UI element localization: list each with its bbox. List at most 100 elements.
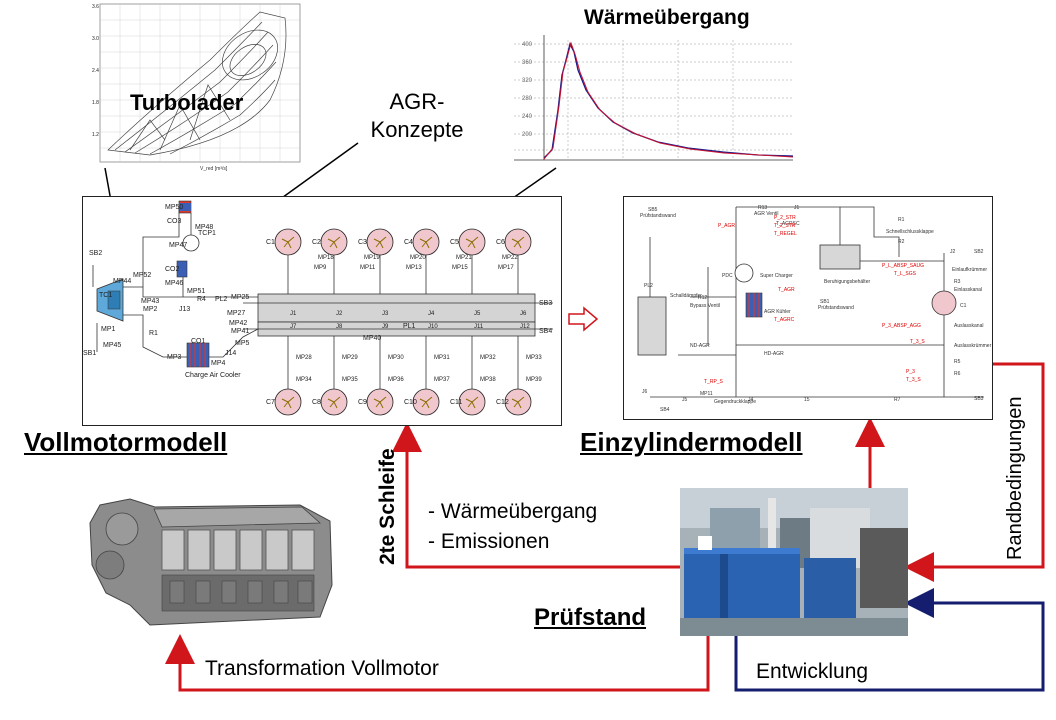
svg-text:R12: R12 bbox=[698, 295, 707, 301]
svg-text:TCP1: TCP1 bbox=[198, 230, 216, 237]
mp-mp22: MP22 bbox=[502, 255, 518, 261]
svg-text:Gegendruckklappe: Gegendruckklappe bbox=[714, 399, 756, 405]
junction-j5: J5 bbox=[474, 311, 481, 317]
svg-text:P_AGR: P_AGR bbox=[718, 223, 735, 229]
svg-text:SB2: SB2 bbox=[974, 249, 984, 255]
junction-j8: J8 bbox=[336, 324, 343, 330]
svg-text:T_L_SGS: T_L_SGS bbox=[894, 271, 917, 277]
heat-transfer-chart: 400 360 320 280 240 200 bbox=[508, 30, 794, 165]
junction-j2: J2 bbox=[336, 311, 343, 317]
junction-j11: J11 bbox=[474, 324, 484, 330]
junction-j3: J3 bbox=[382, 311, 389, 317]
mp-mp39: MP39 bbox=[526, 377, 542, 383]
agr-label-text: AGR- Konzepte bbox=[370, 89, 464, 142]
cylinder-c3-label: C3 bbox=[358, 239, 367, 246]
bullet-emissionen: - Emissionen bbox=[428, 530, 550, 553]
svg-text:Prüfstandswand: Prüfstandswand bbox=[640, 213, 676, 219]
svg-text:J5: J5 bbox=[682, 397, 688, 403]
svg-text:HD-AGR: HD-AGR bbox=[764, 351, 784, 357]
svg-text:MP40: MP40 bbox=[363, 335, 381, 342]
svg-text:MP46: MP46 bbox=[165, 280, 183, 287]
svg-text:2.4: 2.4 bbox=[92, 68, 99, 74]
svg-text:MP47: MP47 bbox=[169, 242, 187, 249]
junction-j6: J6 bbox=[520, 311, 527, 317]
svg-text:TC1: TC1 bbox=[99, 292, 112, 299]
svg-text:SB4: SB4 bbox=[539, 328, 552, 335]
full-engine-photo bbox=[70, 485, 345, 635]
agr-label: AGR- Konzepte bbox=[362, 88, 472, 144]
transformation-label: Transformation Vollmotor bbox=[205, 657, 439, 680]
mp-mp33: MP33 bbox=[526, 355, 542, 361]
mp-mp13: MP13 bbox=[406, 265, 422, 271]
svg-text:J14: J14 bbox=[225, 350, 236, 357]
svg-text:P_3: P_3 bbox=[906, 369, 915, 375]
svg-text:MP44: MP44 bbox=[113, 278, 131, 285]
svg-text:C1: C1 bbox=[960, 303, 967, 309]
mp-mp9: MP9 bbox=[314, 265, 327, 271]
svg-text:Auslasskanal: Auslasskanal bbox=[954, 323, 983, 329]
svg-text:MP3: MP3 bbox=[167, 354, 182, 361]
svg-text:SB2: SB2 bbox=[89, 250, 102, 257]
mp-mp36: MP36 bbox=[388, 377, 404, 383]
svg-text:T_AGRC: T_AGRC bbox=[774, 317, 795, 323]
bullet-waermeuebergang: - Wärmeübergang bbox=[428, 500, 598, 523]
svg-text:MP41: MP41 bbox=[231, 328, 249, 335]
junction-j1: J1 bbox=[290, 311, 297, 317]
svg-text:MP1: MP1 bbox=[101, 326, 116, 333]
mp-mp18: MP18 bbox=[318, 255, 334, 261]
svg-text:Einlaufkrümmer: Einlaufkrümmer bbox=[952, 267, 987, 273]
svg-text:J4: J4 bbox=[748, 397, 754, 403]
mp-mp20: MP20 bbox=[410, 255, 426, 261]
chart-ytick-5: 200 bbox=[522, 132, 533, 138]
cylinder-c12-label: C12 bbox=[496, 399, 509, 406]
mp-mp32: MP32 bbox=[480, 355, 496, 361]
waermeuebergang-title: Wärmeübergang bbox=[584, 6, 750, 29]
svg-text:MP2: MP2 bbox=[143, 306, 158, 313]
svg-text:J1: J1 bbox=[794, 205, 800, 211]
junction-j4: J4 bbox=[428, 311, 435, 317]
zweite-schleife-label: 2te Schleife bbox=[376, 448, 399, 565]
cylinder-c7-label: C7 bbox=[266, 399, 275, 406]
svg-text:R5: R5 bbox=[954, 359, 961, 365]
cylinder-c4-label: C4 bbox=[404, 239, 413, 246]
svg-text:1.2: 1.2 bbox=[92, 132, 99, 138]
svg-text:MP50: MP50 bbox=[165, 204, 183, 211]
mp-mp15: MP15 bbox=[452, 265, 468, 271]
junction-j7: J7 bbox=[290, 324, 297, 330]
svg-text:AGR Ventil: AGR Ventil bbox=[754, 211, 778, 217]
chart-series-measured bbox=[543, 42, 794, 159]
cylinder-c9-label: C9 bbox=[358, 399, 367, 406]
svg-text:PL2: PL2 bbox=[215, 296, 228, 303]
entwicklung-label: Entwicklung bbox=[756, 660, 869, 683]
svg-text:T_3_S: T_3_S bbox=[906, 377, 921, 383]
mp-mp21: MP21 bbox=[456, 255, 472, 261]
svg-text:R13: R13 bbox=[758, 205, 767, 211]
svg-text:CO2: CO2 bbox=[165, 266, 180, 273]
svg-text:SB1: SB1 bbox=[83, 350, 96, 357]
chart-ytick-4: 240 bbox=[522, 114, 533, 120]
svg-text:P_L_ABSP_SAUG: P_L_ABSP_SAUG bbox=[882, 263, 924, 269]
mp-mp34: MP34 bbox=[296, 377, 312, 383]
svg-text:MP42: MP42 bbox=[229, 320, 247, 327]
single-cylinder-icon bbox=[931, 290, 957, 316]
mp-mp11: MP11 bbox=[360, 265, 376, 271]
svg-text:MP27: MP27 bbox=[227, 310, 245, 317]
svg-text:1.8: 1.8 bbox=[92, 100, 99, 106]
svg-text:P_3_ABSP_AGG: P_3_ABSP_AGG bbox=[882, 323, 921, 329]
svg-text:T_2_STR: T_2_STR bbox=[774, 223, 796, 229]
svg-text:ND-AGR: ND-AGR bbox=[690, 343, 710, 349]
svg-text:Prüfstandswand: Prüfstandswand bbox=[818, 305, 854, 311]
svg-text:R7: R7 bbox=[894, 397, 901, 403]
svg-text:MP52: MP52 bbox=[133, 272, 151, 279]
svg-text:Auslasskrümmer: Auslasskrümmer bbox=[954, 343, 992, 349]
compressor-map-xlabel: V_red [m³/s] bbox=[200, 166, 228, 172]
cylinder-c6-label: C6 bbox=[496, 239, 505, 246]
mp-mp19: MP19 bbox=[364, 255, 380, 261]
svg-text:J2: J2 bbox=[950, 249, 956, 255]
charge-air-cooler-icon bbox=[186, 342, 210, 368]
